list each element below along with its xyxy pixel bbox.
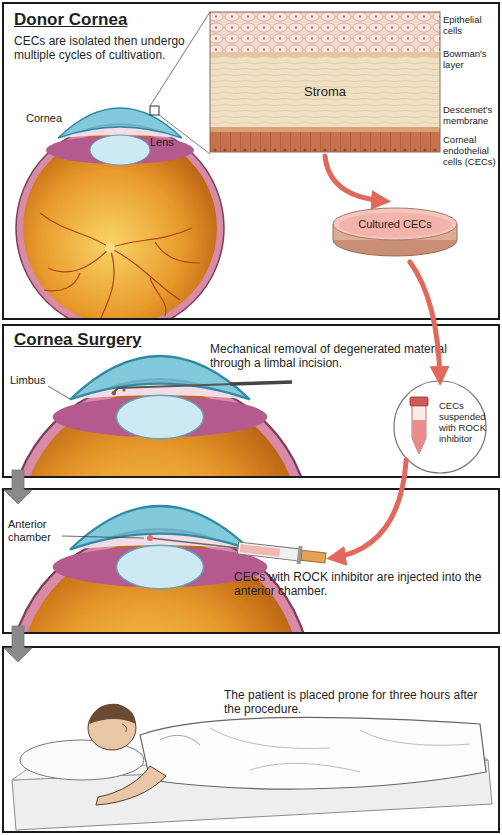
surgery-eye [9, 356, 311, 476]
part-label: Lens [150, 136, 190, 149]
rect-shape [210, 57, 440, 127]
panel-text: Mechanical removal of degenerated materi… [210, 342, 454, 370]
g-shape [237, 539, 326, 567]
ellipse-shape [333, 208, 457, 240]
panel-heading: Cornea Surgery [14, 330, 142, 350]
part-label: Descemet's membrane [443, 104, 498, 126]
step-arrow [4, 470, 32, 504]
part-label: Corneal endothelial cells (CECs) [443, 134, 498, 167]
path-shape [62, 536, 144, 538]
rect-shape [210, 12, 440, 152]
flow-arrow [410, 262, 440, 380]
step-arrow [4, 626, 32, 662]
patient-drawing [12, 704, 492, 830]
circle-shape [147, 535, 153, 541]
path-shape [140, 718, 486, 790]
tissue-block: Stroma [210, 12, 440, 154]
panel-band: Donor CorneaCECs are isolated then under… [2, 2, 500, 320]
path-shape [48, 386, 70, 399]
path-shape [96, 766, 166, 805]
panel-text: CECs with ROCK inhibitor are injected in… [234, 570, 484, 598]
circle-shape [122, 388, 125, 391]
path-shape [122, 724, 127, 732]
path-shape [210, 728, 470, 772]
rect-shape [240, 544, 281, 556]
use-shape [16, 108, 224, 318]
part-label: Cornea [26, 112, 86, 125]
path-shape [159, 115, 210, 154]
use-shape [9, 506, 311, 632]
path-shape [412, 420, 426, 454]
rect-shape [301, 550, 326, 563]
path-shape [112, 382, 292, 394]
part-label: Limbus [10, 374, 70, 387]
panel-heading: Donor Cornea [14, 10, 127, 30]
panel-band: The patient is placed prone for three ho… [2, 646, 500, 833]
panel-text: The patient is placed prone for three ho… [224, 688, 479, 716]
part-label: Bowman's layer [443, 48, 498, 70]
path-shape [160, 735, 200, 745]
panel-text: CECs are isolated then undergo multiple … [14, 34, 210, 62]
layer-name: Stroma [210, 84, 440, 99]
path-shape [230, 382, 292, 384]
rect-shape [410, 397, 428, 406]
tube-drawing [410, 397, 428, 454]
rect-shape [210, 127, 440, 132]
flow-arrow [325, 156, 385, 201]
path-shape [150, 538, 238, 548]
path-shape [89, 704, 136, 724]
path-shape [412, 406, 426, 454]
dish-label: Cultured CECs [333, 218, 457, 231]
flow-arrow [332, 460, 406, 558]
circle-shape [112, 391, 116, 395]
panel-band: Cornea SurgeryMechanical removal of dege… [2, 324, 500, 478]
culture-dish-drawing [333, 208, 457, 256]
suspension-circle: CECs suspended with ROCK inhibitor [393, 380, 487, 474]
rect-shape [210, 52, 440, 57]
tissue-layers [210, 12, 440, 152]
part-label: Anterior chamber [8, 518, 68, 544]
part-label: Epithelial cells [443, 14, 498, 36]
rect-shape [210, 132, 440, 152]
injection-eye [9, 506, 326, 632]
panel-band: CECs with ROCK inhibitor are injected in… [2, 488, 500, 634]
rect-shape [150, 106, 159, 115]
rect-shape [210, 12, 440, 52]
circle-text: CECs suspended with ROCK inhibitor [439, 400, 491, 444]
culture-dish: Cultured CECs [333, 200, 457, 262]
use-shape [9, 356, 311, 476]
rect-shape [237, 542, 300, 561]
